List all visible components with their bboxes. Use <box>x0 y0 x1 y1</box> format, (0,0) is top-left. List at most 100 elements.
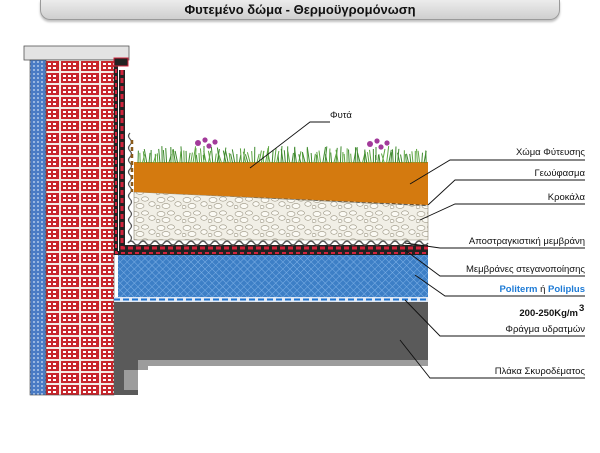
leader-lines <box>249 121 585 379</box>
grass-blade <box>357 152 361 164</box>
grass-blade <box>322 146 326 164</box>
grass-blade <box>198 153 201 164</box>
grass-blade <box>411 151 414 164</box>
wall-outer-plaster <box>29 59 47 396</box>
grass-blade <box>199 148 203 164</box>
label-waterproofing: Μεμβράνες στεγανοποίησης <box>466 264 585 275</box>
grass-blade <box>386 145 390 164</box>
grass-blade <box>192 146 197 164</box>
label-growing-soil: Χώμα Φύτευσης <box>516 147 585 158</box>
grass-blade <box>266 150 271 164</box>
grass-blade <box>258 150 262 164</box>
grass-blade <box>158 148 161 164</box>
grass-blade <box>291 152 294 164</box>
grass-blade <box>165 148 168 164</box>
grass-blade <box>210 146 214 164</box>
grass-blade <box>239 148 242 164</box>
grass-blade <box>174 150 179 164</box>
grass-blade <box>368 149 372 164</box>
grass-blade <box>380 153 385 164</box>
insulation-layer <box>118 253 428 297</box>
grass-blade <box>273 148 277 164</box>
grass-blade <box>287 151 291 164</box>
leader-soil <box>409 159 585 185</box>
soil-wedge <box>134 192 428 205</box>
grass-blade <box>207 150 212 164</box>
leader-gravel <box>419 203 585 221</box>
brick-wall <box>45 59 115 396</box>
grass-blade <box>330 152 333 164</box>
ceiling-plaster <box>124 360 428 390</box>
grass-blade <box>381 148 386 164</box>
insulation-brand-1: Politerm <box>499 284 537 295</box>
grass-blade <box>141 154 146 164</box>
concrete-slab <box>114 300 428 395</box>
grass-blade <box>397 152 401 164</box>
grass-blade <box>298 154 302 164</box>
grass-blade <box>316 151 319 164</box>
grass-blade <box>280 148 284 164</box>
vapor-barrier-layer <box>114 297 428 302</box>
label-density: 200-250Kg/m <box>519 308 578 319</box>
grass-blade <box>390 152 393 164</box>
grass-blade <box>194 148 197 164</box>
grass-blade <box>293 147 297 164</box>
grass-blade <box>306 146 311 164</box>
grass-blade <box>251 151 253 164</box>
grass-blade <box>366 152 370 164</box>
grass-blade <box>283 150 286 164</box>
grass-blade <box>228 152 231 164</box>
grass-blade <box>195 154 198 164</box>
grass-blade <box>172 149 174 164</box>
grass-blade <box>246 152 251 164</box>
grass-blade <box>162 150 165 164</box>
grass-blade <box>324 154 328 164</box>
waterproofing-membranes <box>113 57 428 255</box>
grass-blade <box>218 154 223 164</box>
grass-blade <box>405 154 407 164</box>
grass-blade <box>416 148 418 164</box>
grass-blade <box>310 152 313 164</box>
label-gravel: Κροκάλα <box>548 192 586 203</box>
label-density-sup: 3 <box>579 303 584 314</box>
grass-blade <box>225 150 229 164</box>
parapet-wall <box>23 45 130 396</box>
grass-blade <box>172 149 176 164</box>
grass-blade <box>339 146 342 164</box>
grass-blade <box>301 151 306 164</box>
grass-blade <box>318 150 322 164</box>
insulation-or: ή <box>540 284 548 295</box>
grass-blade <box>417 150 421 164</box>
grass-blade <box>391 149 394 164</box>
grass-blade <box>271 149 274 164</box>
grass-blade <box>388 149 392 164</box>
leader-waterproofing <box>404 249 585 277</box>
leader-root-barrier <box>404 242 585 249</box>
wall-coping <box>23 45 130 61</box>
leader-insulation <box>414 274 585 297</box>
leader-geotextile <box>427 179 585 206</box>
grass-blade <box>343 153 346 164</box>
grass-blade <box>405 153 410 164</box>
grass-blade <box>328 148 331 164</box>
grass-blade <box>348 149 350 164</box>
grass-blade <box>244 154 249 164</box>
flower-left <box>195 137 218 160</box>
grass-blade <box>350 153 352 164</box>
grass-blade <box>180 146 183 164</box>
label-plants: Φυτά <box>330 110 352 121</box>
leader-vapor-barrier <box>404 299 585 337</box>
drainage-membrane <box>127 240 429 246</box>
grass-blade <box>364 150 368 164</box>
grass-blade <box>142 151 146 164</box>
label-concrete-slab: Πλάκα Σκυροδέματος <box>495 366 586 377</box>
insulation-brand-2: Poliplus <box>548 284 585 295</box>
grass-blade <box>280 146 283 164</box>
label-insulation: Politerm ή Poliplus <box>499 284 585 295</box>
label-root-barrier: Αποστραγκιστική μεμβράνη <box>469 236 585 247</box>
grass-blade <box>313 153 316 164</box>
grass-blade <box>222 150 227 164</box>
grass-blade <box>394 146 397 164</box>
grass-blade <box>188 152 191 164</box>
